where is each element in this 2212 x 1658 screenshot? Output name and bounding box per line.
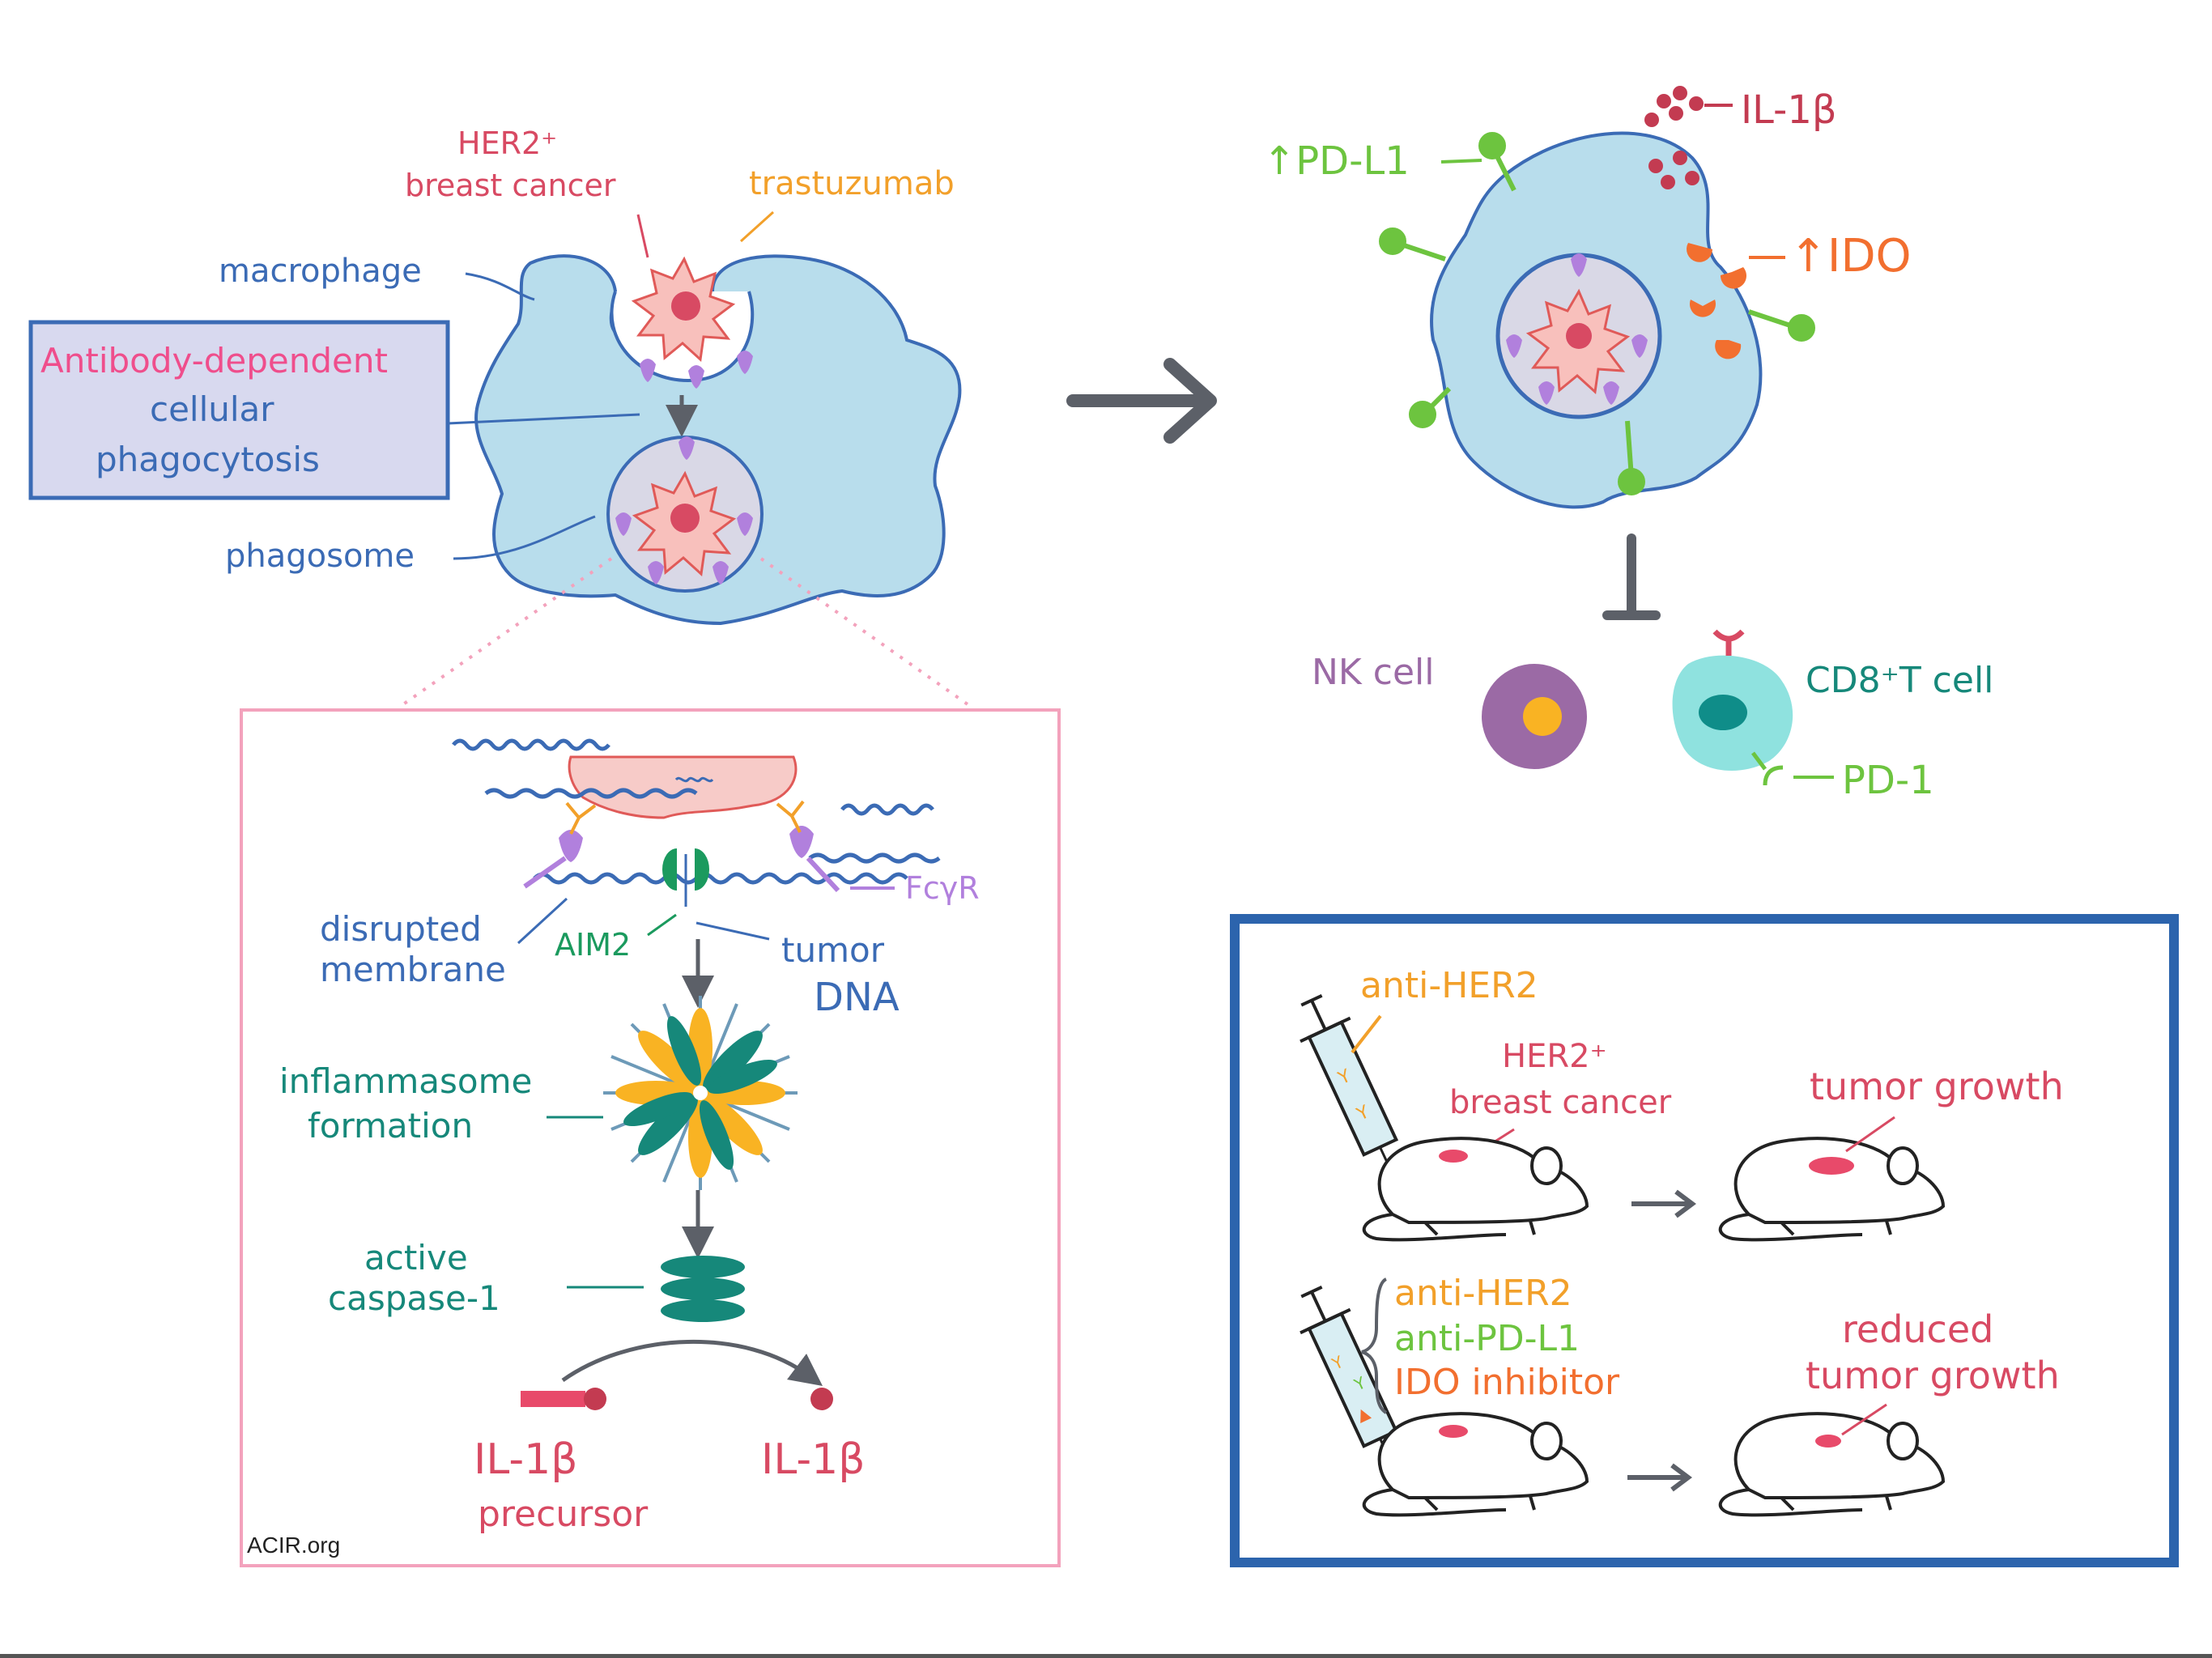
adcp-box-line3: phagocytosis <box>96 440 320 479</box>
membrane-coil-left <box>452 738 698 799</box>
pdl1-receptors <box>1379 132 1815 495</box>
il1b-precursor-line1: IL-1β <box>474 1435 577 1484</box>
phagosome <box>606 436 764 593</box>
tumor-dna-line1: tumor <box>781 930 885 970</box>
combo-brace <box>1361 1278 1388 1414</box>
pdl1-label: ↑PD-L1 <box>1263 138 1410 184</box>
syringe-icon-2: Y Y ▲ <box>1300 1285 1401 1480</box>
il1b-precursor-head <box>584 1388 606 1410</box>
cd8-label: CD8⁺T cell <box>1806 660 1993 701</box>
tumor-spot-2 <box>1439 1425 1468 1438</box>
tumor-spot-small <box>1815 1435 1841 1448</box>
reduced-line1: reduced <box>1842 1307 1993 1351</box>
credit-label: ACIR.org <box>247 1533 340 1558</box>
aim2-label: AIM2 <box>555 927 631 963</box>
macrophage-panel: macrophage HER2⁺ breast cancer trastuzum… <box>28 125 962 626</box>
caspase-1 <box>661 1256 745 1322</box>
adcp-box-line2: cellular <box>150 389 274 429</box>
il1b-secreted <box>1644 86 1704 189</box>
nk-cell-core <box>1523 697 1562 736</box>
trastuzumab-label: trastuzumab <box>749 165 955 202</box>
fcgr-right <box>776 800 840 893</box>
inhibition-symbol <box>1602 534 1661 620</box>
mouse-box <box>1230 914 2179 1567</box>
combo-line3: IDO inhibitor <box>1394 1362 1620 1403</box>
mouse-untreated-1 <box>1362 1137 1589 1242</box>
her2-label-line2: breast cancer <box>405 168 616 203</box>
phagosome-label: phagosome <box>225 538 415 575</box>
il1b-precursor-line2: precursor <box>478 1494 649 1535</box>
her2-mouse-line1: HER2⁺ <box>1502 1038 1607 1075</box>
ido-enzymes <box>1687 243 1746 359</box>
transition-arrow <box>1066 358 1217 444</box>
combo-line2: anti-PD-L1 <box>1394 1318 1580 1359</box>
disrupted-line2: membrane <box>320 950 506 989</box>
disrupted-line1: disrupted <box>320 909 482 949</box>
il1b-precursor-shape <box>521 1391 585 1407</box>
mechanism-panel: FcγR disrupted membrane AIM2 tumor DNA <box>240 708 1061 1567</box>
cancer-cell-engulfing <box>631 256 736 363</box>
fcgr-left <box>523 801 597 889</box>
her2-mouse-line2: breast cancer <box>1449 1084 1672 1121</box>
inflammasome-line2: formation <box>308 1106 473 1146</box>
pd1-receptor <box>1751 751 1784 786</box>
inflammasome <box>603 996 798 1190</box>
tumor-growth-label: tumor growth <box>1810 1065 2064 1108</box>
mouse-experiment-panel: Y Y anti-HER2 HER2⁺ breast cancer <box>1230 914 2179 1567</box>
tumor-spot-large <box>1809 1157 1854 1175</box>
mouse-result-1 <box>1718 1137 1946 1242</box>
macrophage-label: macrophage <box>219 253 422 290</box>
reduced-line2: tumor growth <box>1806 1354 2060 1397</box>
combo-line1: anti-HER2 <box>1394 1273 1572 1314</box>
tcr-receptor <box>1712 629 1745 656</box>
tumor-dna-line2: DNA <box>814 975 900 1020</box>
arrow-row2 <box>1627 1463 1692 1492</box>
pd1-label: PD-1 <box>1842 758 1934 803</box>
mouse-treated <box>1362 1412 1589 1517</box>
syringe-icon: Y Y <box>1300 993 1401 1188</box>
aim2-sensor <box>662 848 709 907</box>
zoom-line-right <box>759 557 969 706</box>
adcp-box-line1: Antibody-dependent <box>40 341 388 380</box>
bottom-border <box>0 1654 2212 1658</box>
ido-label: ↑IDO <box>1789 230 1912 283</box>
il1b-label: IL-1β <box>1741 87 1837 133</box>
tumor-spot-1 <box>1439 1150 1468 1163</box>
fcgr-receptors-cup <box>640 351 753 389</box>
her2-label-line1: HER2⁺ <box>457 125 557 161</box>
caspase-line2: caspase-1 <box>328 1278 500 1318</box>
cleavage-arrow <box>561 1339 823 1386</box>
il1b-mature-label: IL-1β <box>761 1435 865 1484</box>
adcp-box <box>28 320 450 500</box>
zoom-line-left <box>402 557 613 706</box>
activated-macrophage-panel: ↑PD-L1 IL-1β ↑IDO NK cell CD8⁺T cell PD-… <box>1263 86 1993 803</box>
fcgr-label: FcγR <box>905 870 980 906</box>
nk-cell-label: NK cell <box>1312 652 1434 693</box>
inflammasome-line1: inflammasome <box>279 1061 532 1101</box>
mouse-result-2 <box>1718 1412 1946 1517</box>
cd8-t-cell-nucleus <box>1699 695 1747 730</box>
anti-her2-label: anti-HER2 <box>1360 965 1538 1006</box>
caspase-line1: active <box>364 1238 468 1278</box>
membrane-coil-bottom <box>533 872 908 885</box>
membrane-coil-right <box>808 803 941 864</box>
arrow-row1 <box>1631 1189 1696 1218</box>
il1b-mature-shape <box>810 1388 833 1410</box>
